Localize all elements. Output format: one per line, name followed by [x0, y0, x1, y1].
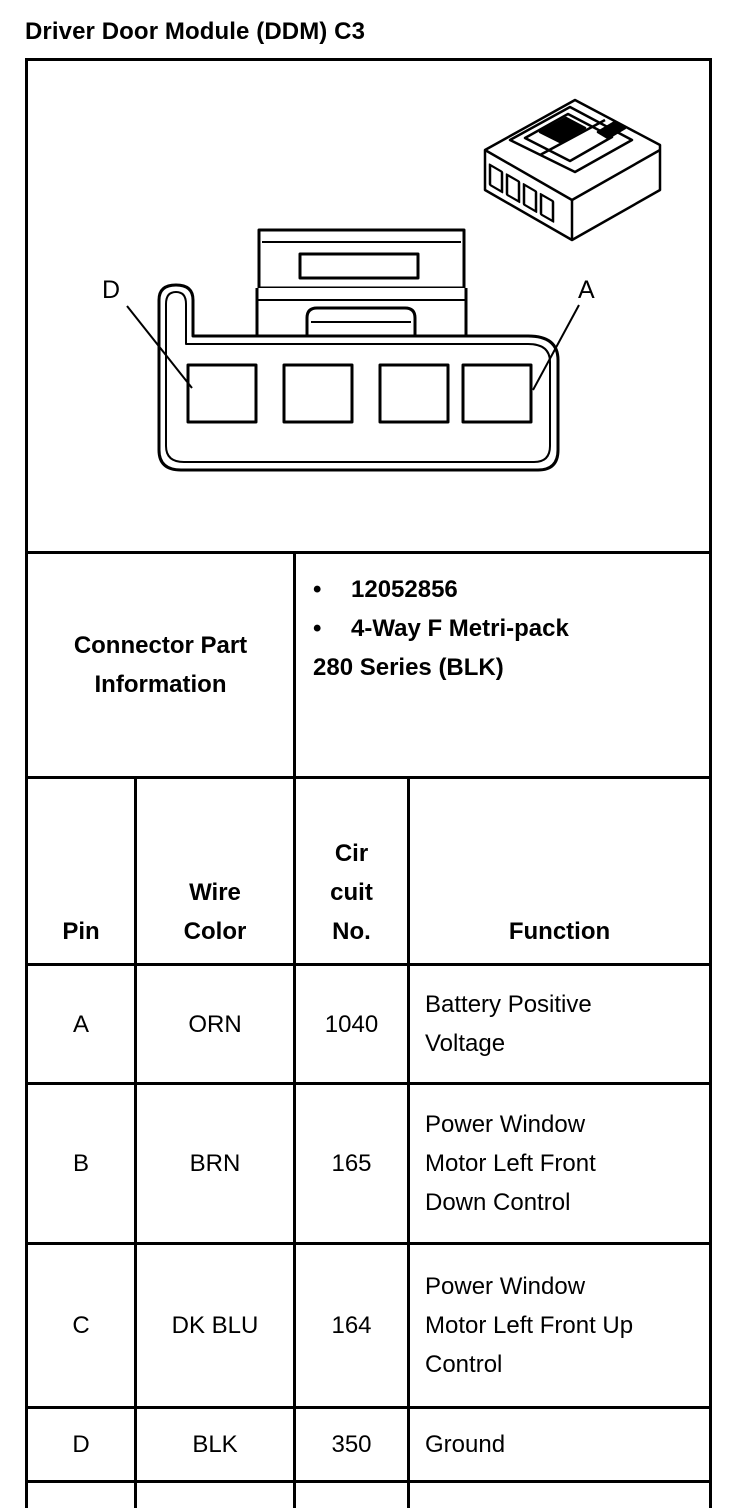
connector-info-label: Connector Part Information [28, 554, 293, 776]
part-number: 12052856 [351, 576, 458, 603]
table-row-d-function: Ground [425, 1409, 707, 1480]
callout-a: A [578, 276, 595, 304]
connector-info-label-line2: Information [94, 671, 227, 698]
bullet-1: • [313, 576, 322, 603]
divider-row-a [25, 1082, 712, 1085]
table-row-b-circuit: 165 [331, 1150, 372, 1177]
header-function: Function [410, 779, 709, 951]
table-row-c-pin: C [72, 1312, 90, 1339]
divider-row-b [25, 1242, 712, 1245]
header-circuit: Cir cuit No. [296, 779, 407, 951]
divider-header [25, 963, 712, 966]
header-circuit-line2: cuit [330, 879, 373, 906]
connector-front-view-icon [126, 228, 580, 472]
bullet-2: • [313, 615, 322, 642]
table-row-d-wire-color: BLK [192, 1431, 238, 1458]
header-wire-color-line1: Wire [189, 879, 241, 906]
page-title: Driver Door Module (DDM) C3 [25, 18, 366, 45]
callout-d: D [102, 276, 120, 304]
connector-info-label-line1: Connector Part [73, 632, 248, 659]
divider-row-d [25, 1480, 712, 1483]
connector-description-line1: 4-Way F Metri-pack [351, 615, 569, 642]
table-row-a-circuit: 1040 [324, 1010, 379, 1038]
connector-table [25, 58, 712, 1508]
table-row-c-function-line3: Control [425, 1351, 503, 1378]
divider-row-c [25, 1406, 712, 1409]
table-border-right [709, 58, 712, 1508]
table-row-d-circuit: 350 [331, 1431, 372, 1458]
divider-col1 [134, 776, 137, 1508]
table-row-a-wire-color: ORN [188, 1010, 242, 1038]
table-row-a-function: Battery Positive Voltage [425, 966, 707, 1082]
divider-info [293, 551, 296, 1508]
header-wire-color-line2: Color [183, 918, 247, 945]
header-circuit-line3: No. [332, 918, 371, 945]
table-row-b-function-line2: Motor Left Front [425, 1150, 596, 1177]
divider-info-bottom [25, 776, 712, 779]
header-function-label: Function [508, 918, 611, 945]
table-row-a-pin: A [72, 1010, 89, 1038]
header-circuit-line1: Cir [334, 840, 369, 867]
table-row-b-function-line1: Power Window [425, 1111, 586, 1138]
table-row-c-function-line2: Motor Left Front Up [425, 1312, 634, 1339]
table-row-d-pin: D [72, 1431, 90, 1458]
connector-diagram: D A [102, 98, 662, 472]
table-row-c-function-line1: Power Window [425, 1273, 586, 1300]
header-pin: Pin [28, 779, 134, 951]
table-row-b-wire-color: BRN [189, 1150, 241, 1177]
table-row-d-function-line1: Ground [425, 1431, 506, 1458]
header-pin-label: Pin [62, 918, 100, 945]
connector-isometric-icon [483, 98, 662, 242]
header-wire-color: Wire Color [137, 779, 293, 951]
table-row-b-function-line3: Down Control [425, 1189, 571, 1216]
table-border-top [25, 58, 712, 61]
table-row-b-function: Power Window Motor Left Front Down Contr… [425, 1085, 707, 1242]
table-row-a-function-line2: Voltage [425, 1030, 506, 1057]
table-row-c-function: Power Window Motor Left Front Up Control [425, 1245, 707, 1406]
table-row-c-wire-color: DK BLU [171, 1312, 259, 1339]
divider-diagram [25, 551, 712, 554]
connector-info-details: • 12052856 • 4-Way F Metri-pack 280 Series… [313, 570, 693, 687]
table-row-a-function-line1: Battery Positive [425, 991, 592, 1018]
divider-col3 [407, 776, 410, 1508]
table-row-c-circuit: 164 [331, 1312, 372, 1339]
connector-description-line2: 280 Series (BLK) [313, 654, 504, 681]
table-row-b-pin: B [72, 1150, 89, 1177]
table-border-left [25, 58, 28, 1508]
